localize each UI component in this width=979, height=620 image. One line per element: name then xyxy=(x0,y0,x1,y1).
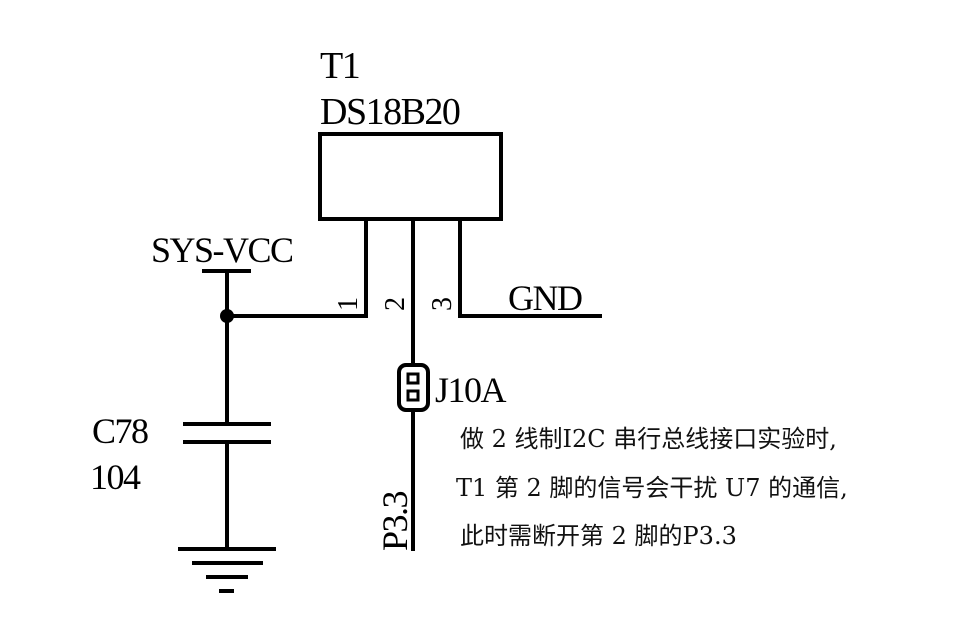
capacitor-value: 104 xyxy=(90,457,141,497)
jumper-outline xyxy=(397,363,430,412)
jumper-designator: J10A xyxy=(435,370,507,410)
t1-pin1-wire xyxy=(225,217,368,318)
capacitor-c78[interactable] xyxy=(183,422,271,444)
pin1-number: 1 xyxy=(333,298,364,311)
gnd-net-label: GND xyxy=(508,278,582,318)
sys-vcc-label: SYS-VCC xyxy=(151,230,293,270)
capacitor-designator: C78 xyxy=(92,411,148,451)
jumper-j10a[interactable] xyxy=(397,363,430,412)
jumper-pin-top xyxy=(406,372,420,385)
pin3-number: 3 xyxy=(427,298,458,311)
jumper-pin-bottom xyxy=(406,389,420,402)
pin2-number: 2 xyxy=(380,298,411,311)
note-line-1: 做 2 线制I2C 串行总线接口实验时, xyxy=(460,425,837,453)
p33-net-label: P3.3 xyxy=(375,491,415,551)
note-line-3: 此时需断开第 2 脚的P3.3 xyxy=(460,522,737,550)
note-line-2: T1 第 2 脚的信号会干扰 U7 的通信, xyxy=(456,474,848,502)
junction-dot xyxy=(220,309,234,323)
t1-part-number: DS18B20 xyxy=(320,91,460,133)
t1-pin3-wire xyxy=(458,217,602,318)
ground-icon xyxy=(178,547,276,593)
t1-designator: T1 xyxy=(320,45,359,87)
t1-body[interactable] xyxy=(318,132,503,221)
